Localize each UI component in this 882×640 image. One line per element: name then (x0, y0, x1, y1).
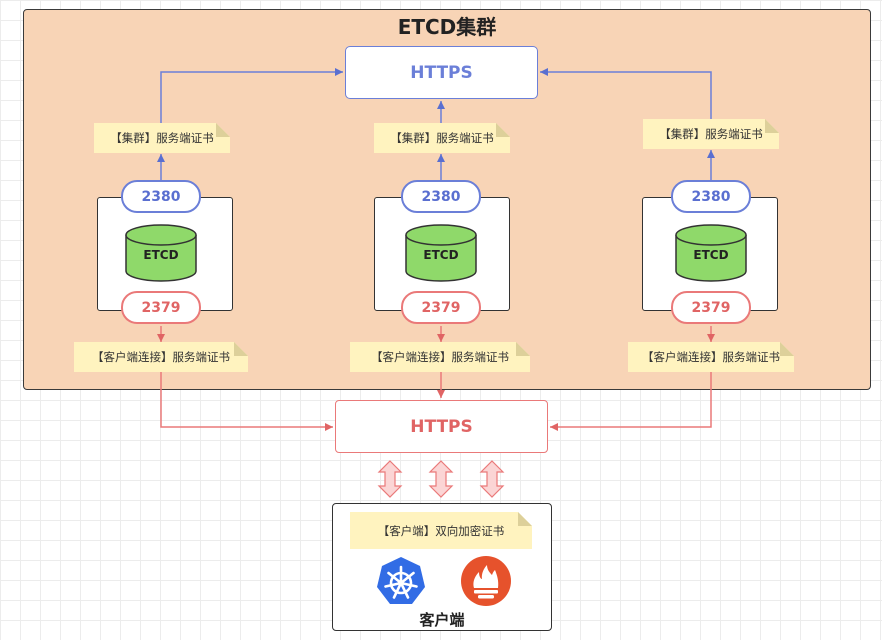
client-cert-note: 【客户端】双向加密证书 (350, 512, 532, 549)
etcd-label: ETCD (143, 248, 179, 262)
peer-cert-note-1: 【集群】服务端证书 (94, 123, 230, 153)
client-cert-note-2: 【客户端连接】服务端证书 (350, 342, 530, 372)
peer-port-2380: 2380 (671, 180, 751, 213)
client-line-1 (160, 372, 333, 431)
cluster-title: ETCD集群 (397, 15, 497, 39)
client-port-2379: 2379 (671, 291, 751, 324)
client-cert-note-3: 【客户端连接】服务端证书 (628, 342, 794, 372)
peer-line-3 (540, 68, 712, 121)
client-line-3 (550, 372, 712, 431)
database-icon (675, 224, 747, 282)
database-icon (405, 224, 477, 282)
peer-port-2380: 2380 (121, 180, 201, 213)
client-cert-note-1: 【客户端连接】服务端证书 (74, 342, 248, 372)
https-client-box: HTTPS (335, 400, 548, 453)
etcd-label: ETCD (423, 248, 459, 262)
client-port-2379: 2379 (401, 291, 481, 324)
client-label: 客户端 (419, 611, 465, 629)
client-port-2379: 2379 (121, 291, 201, 324)
prometheus-icon (461, 556, 511, 606)
kubernetes-icon (377, 557, 425, 604)
peer-cert-note-3: 【集群】服务端证书 (643, 119, 779, 149)
etcd-label: ETCD (693, 248, 729, 262)
bidirectional-arrows (377, 460, 505, 498)
peer-cert-note-2: 【集群】服务端证书 (374, 123, 510, 153)
peer-port-2380: 2380 (401, 180, 481, 213)
https-peer-box: HTTPS (345, 46, 538, 99)
peer-line-1 (160, 68, 343, 123)
database-icon (125, 224, 197, 282)
